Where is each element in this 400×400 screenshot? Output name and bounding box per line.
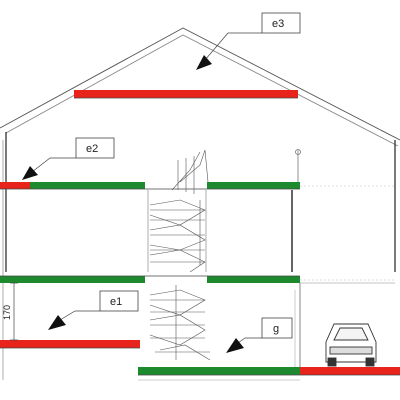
dimension-label: 170 — [2, 305, 12, 320]
label-e3-text: e3 — [272, 18, 284, 30]
roof-inner-line — [5, 34, 399, 147]
garage-floor-red-slab — [300, 367, 400, 375]
car-wheel-left — [327, 357, 337, 367]
staircase — [149, 149, 211, 361]
label-g: g — [226, 317, 293, 353]
ground-floor — [0, 275, 395, 284]
stair-upper-rail — [179, 149, 209, 183]
stair-basement-flight-3 — [159, 344, 211, 361]
basement-floor-red-slab — [0, 340, 140, 348]
upper-floor — [0, 182, 395, 190]
garage-floor — [138, 367, 400, 381]
label-g-leader — [237, 337, 262, 344]
label-e2-text: e2 — [86, 143, 98, 155]
attic-floor-red-slab — [74, 90, 298, 98]
stair-lower-flight-2 — [149, 249, 206, 273]
height-dimension: 170 — [2, 282, 18, 341]
label-e3-arrow — [196, 55, 212, 70]
label-e1-text: e1 — [110, 296, 122, 308]
car-windshield — [333, 327, 369, 341]
label-e2: e2 — [22, 137, 115, 180]
upper-floor-green-segment-right — [207, 182, 300, 189]
label-e1-box — [99, 290, 139, 312]
post-cap — [295, 149, 301, 155]
stair-middle-flight — [149, 199, 206, 226]
label-e3-leader — [204, 32, 262, 61]
car-wheel-right — [365, 357, 375, 367]
upper-floor-red-segment — [0, 182, 30, 189]
stair-basement-flight-2 — [149, 314, 206, 346]
stair-basement-flight-1 — [149, 289, 206, 316]
label-g-text: g — [273, 323, 279, 335]
upper-floor-green-segment-left — [30, 182, 145, 189]
car — [325, 323, 377, 367]
label-e1-arrow — [48, 315, 66, 330]
ground-floor-green-left — [0, 276, 145, 283]
roof — [0, 27, 400, 147]
label-e3-box — [261, 12, 301, 34]
ground-floor-green-right — [207, 276, 300, 283]
label-e1-leader — [59, 310, 100, 321]
label-g-arrow — [226, 338, 244, 353]
garage-floor-green-slab — [138, 367, 300, 375]
label-e2-box — [75, 137, 115, 159]
label-e2-leader — [31, 157, 76, 173]
label-e1: e1 — [48, 290, 139, 330]
label-g-box — [261, 317, 293, 339]
stair-lower-flight-1 — [149, 224, 206, 251]
car-grille — [329, 346, 373, 355]
roof-outer-line — [0, 27, 400, 141]
label-e2-arrow — [22, 166, 38, 180]
label-e3: e3 — [196, 12, 301, 70]
